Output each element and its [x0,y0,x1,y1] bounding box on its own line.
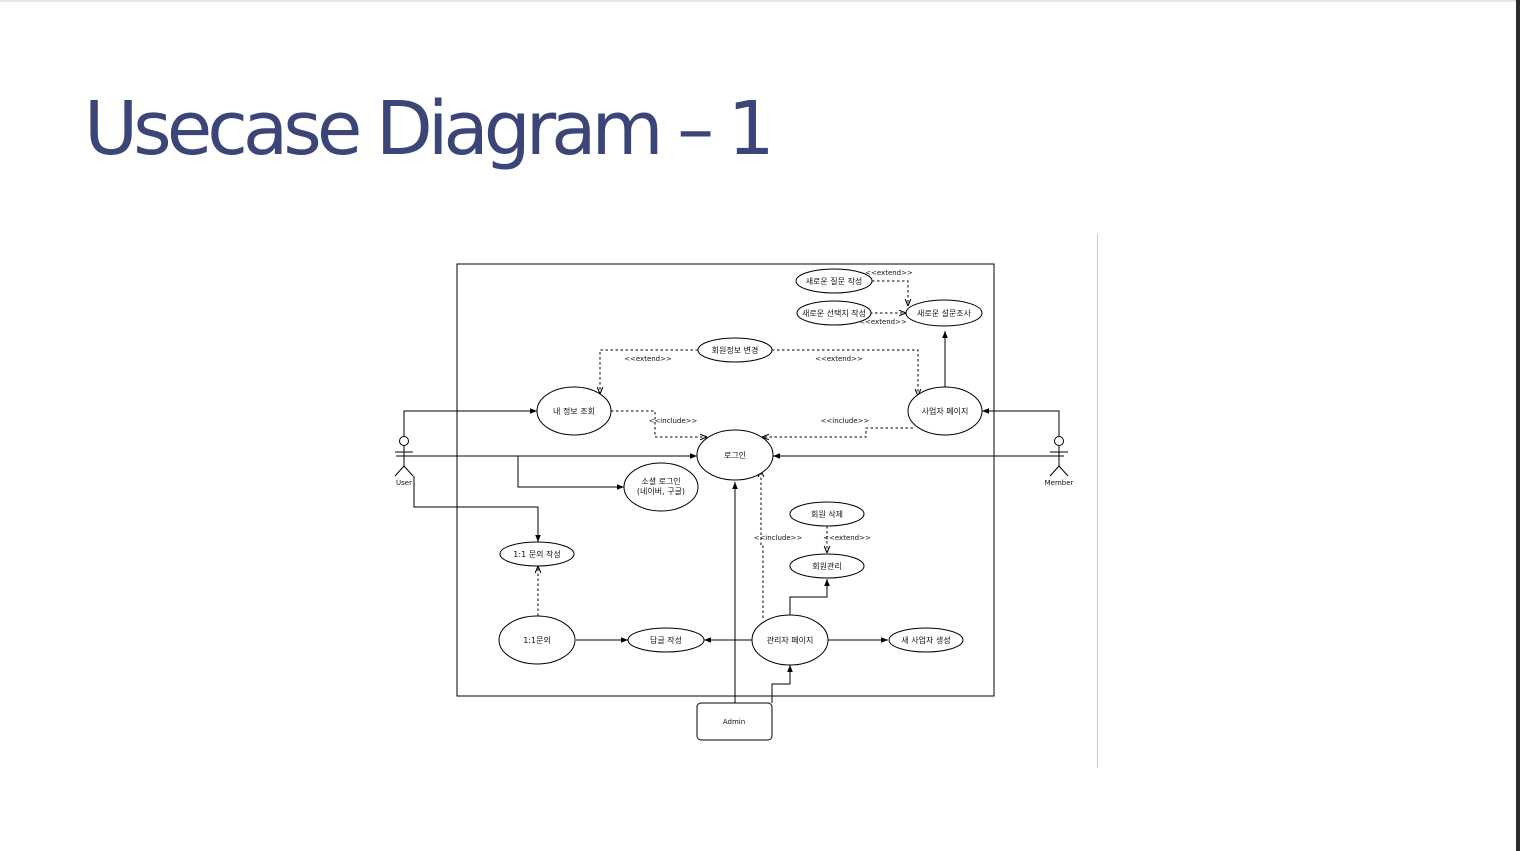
line-member-business [982,408,1060,437]
extend-line-edit-business [772,349,918,396]
vertical-divider [1097,234,1098,768]
include-line-myinfo-login [611,410,707,437]
line-user-myinfo [403,408,537,437]
usecase-inquiry: 1:1문의 [498,615,576,665]
usecase-inquiry-write: 1:1 문의 작성 [499,541,575,567]
usecase-new-choice: 새로운 선택지 작성 [796,300,872,326]
line-user-social [517,456,624,490]
usecase-member-management-label: 회원관리 [812,561,841,571]
usecase-new-survey-label: 새로운 설문조사 [917,308,972,318]
stereotype-include-adminpage: <<include>> [754,534,803,542]
usecase-new-business: 새 사업자 생성 [888,627,964,653]
usecase-my-info-label: 내 정보 조회 [553,406,595,416]
usecase-admin-page: 관리자 페이지 [751,614,829,666]
usecase-new-business-label: 새 사업자 생성 [901,635,950,645]
usecase-new-question: 새로운 질문 작성 [795,268,873,294]
stereotype-extend-question: <<extend>> [865,269,913,277]
usecase-reply-write-label: 답글 작성 [650,635,682,645]
extend-line-edit-myinfo [600,349,698,394]
include-line-adminpage-login [761,470,763,618]
usecase-member-management: 회원관리 [789,553,865,579]
usecase-reply-write: 답글 작성 [627,627,705,653]
stereotype-extend-choice: <<extend>> [859,318,907,326]
actor-member: Member [1045,436,1074,487]
usecase-inquiry-write-label: 1:1 문의 작성 [513,549,560,559]
top-edge [0,0,1520,2]
right-edge [1516,0,1520,851]
usecase-my-info: 내 정보 조회 [536,386,612,436]
include-line-business-login [762,427,913,437]
system-boundary [456,263,995,697]
stereotype-include-business: <<include>> [821,417,870,425]
usecase-social-login: 소셜 로그인 (네이버, 구글) [623,462,699,512]
actor-admin-label: Admin [723,718,745,726]
usecase-new-question-label: 새로운 질문 작성 [806,276,863,286]
line-user-inquiry [413,476,541,542]
usecase-business-page-label: 사업자 페이지 [922,406,969,416]
usecase-inquiry-label: 1:1문의 [523,635,551,645]
usecase-new-choice-label: 새로운 선택지 작성 [802,308,866,318]
actor-admin: Admin [696,702,773,741]
usecase-business-page: 사업자 페이지 [907,386,983,436]
usecase-social-login-label-1: 소셜 로그인 [641,476,680,486]
usecase-admin-page-label: 관리자 페이지 [767,635,814,645]
usecase-login: 로그인 [696,429,774,481]
usecase-edit-member-info: 회원정보 변경 [697,337,773,363]
usecase-delete-member-label: 회원 삭제 [811,509,843,519]
page-title: Usecase Diagram – 1 [84,86,775,172]
stereotype-extend-delete: <<extend>> [823,534,871,542]
line-admin-adminpage [771,665,793,703]
stereotype-include-myinfo: <<include>> [649,417,698,425]
usecase-delete-member: 회원 삭제 [789,501,865,527]
extend-line-question-survey [872,280,908,306]
actor-user: User [394,436,414,487]
usecase-edit-member-info-label: 회원정보 변경 [712,345,759,355]
actor-member-label: Member [1045,479,1074,487]
usecase-social-login-label-2: (네이버, 구글) [637,486,685,496]
stereotype-extend-myinfo: <<extend>> [624,355,672,363]
line-adminpage-membermgmt [789,579,830,616]
actor-user-label: User [396,479,412,487]
stereotype-extend-business: <<extend>> [815,355,863,363]
usecase-login-label: 로그인 [724,450,746,460]
usecase-new-survey: 새로운 설문조사 [905,299,983,327]
